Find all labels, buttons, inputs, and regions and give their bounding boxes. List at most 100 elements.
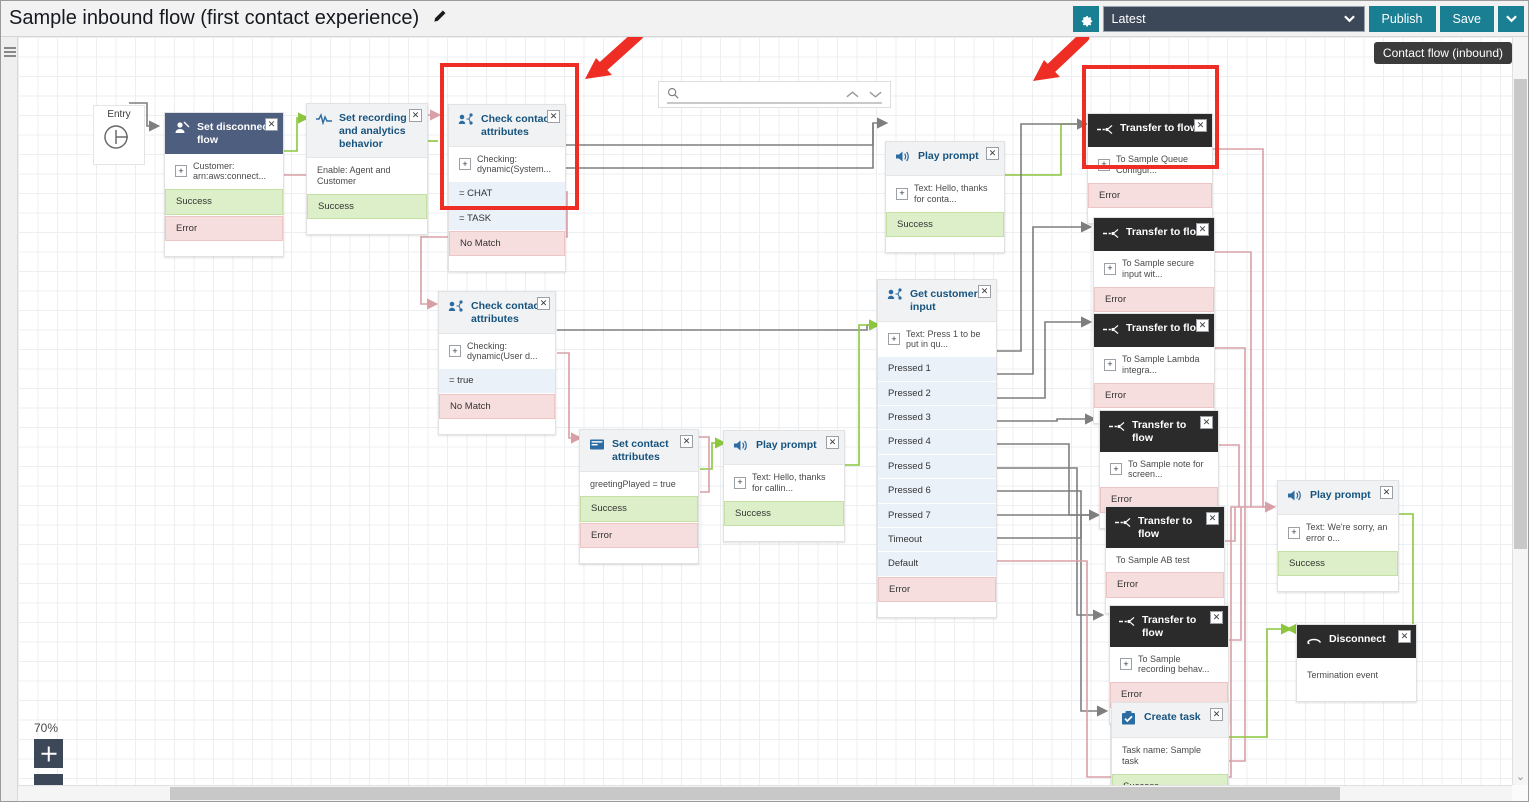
port-error[interactable]: Error	[878, 576, 996, 603]
port-error[interactable]: Error	[1106, 572, 1224, 598]
node-check-contact-attributes-2[interactable]: Check contact attributes ✕ + Checking: d…	[438, 291, 556, 435]
close-icon[interactable]: ✕	[547, 110, 560, 123]
close-icon[interactable]: ✕	[537, 297, 550, 310]
node-set-disconnect-flow[interactable]: Set disconnect flow ✕ + Customer: arn:aw…	[164, 112, 284, 257]
entry-node[interactable]: Entry	[93, 105, 145, 165]
port-error[interactable]: Error	[165, 215, 283, 241]
close-icon[interactable]: ✕	[1398, 630, 1411, 643]
node-detail-row[interactable]: + To Sample Lambda integra...	[1094, 347, 1214, 383]
port-pressed-3[interactable]: Pressed 3	[878, 405, 996, 430]
node-get-customer-input[interactable]: Get customer input ✕ + Text: Press 1 to …	[877, 279, 997, 619]
node-disconnect[interactable]: Disconnect ✕ Termination event	[1296, 624, 1417, 702]
scroll-down-chevron-icon[interactable]: ⌄	[1515, 771, 1526, 783]
gear-icon[interactable]	[1072, 6, 1099, 32]
node-set-contact-attributes[interactable]: Set contact attributes ✕ greetingPlayed …	[579, 429, 699, 565]
close-icon[interactable]: ✕	[1210, 611, 1223, 624]
port-pressed-4[interactable]: Pressed 4	[878, 430, 996, 454]
close-icon[interactable]: ✕	[1194, 119, 1207, 132]
node-detail-row[interactable]: + Text: Hello, thanks for callin...	[724, 465, 844, 501]
node-detail-row[interactable]: + Checking: dynamic(System...	[449, 147, 565, 183]
port-chat[interactable]: = CHAT	[449, 182, 565, 206]
node-transfer-lambda[interactable]: Transfer to flow ✕ + To Sample Lambda in…	[1093, 313, 1215, 424]
plus-icon[interactable]: +	[1288, 526, 1300, 539]
save-button[interactable]: Save	[1439, 6, 1494, 32]
port-success[interactable]: Success	[724, 500, 844, 526]
version-select[interactable]: Latest	[1102, 6, 1365, 32]
plus-icon[interactable]: +	[734, 476, 746, 489]
node-detail-row[interactable]: + Customer: arn:aws:connect...	[165, 154, 283, 190]
horizontal-scrollbar-thumb[interactable]	[170, 787, 1340, 800]
port-pressed-5[interactable]: Pressed 5	[878, 454, 996, 479]
plus-icon[interactable]: +	[888, 333, 900, 346]
plus-icon[interactable]: +	[1104, 262, 1116, 275]
plus-icon[interactable]: +	[459, 158, 471, 171]
node-detail-row[interactable]: + Text: Hello, thanks for conta...	[886, 176, 1004, 212]
close-icon[interactable]: ✕	[265, 118, 278, 131]
node-set-recording-analytics[interactable]: Set recording and analytics behavior ✕ E…	[306, 103, 428, 236]
vertical-scrollbar[interactable]: ⌄	[1512, 37, 1528, 785]
port-pressed-7[interactable]: Pressed 7	[878, 503, 996, 527]
port-error[interactable]: Error	[1088, 182, 1212, 208]
port-task[interactable]: = TASK	[449, 206, 565, 230]
plus-icon[interactable]: +	[1104, 358, 1116, 371]
port-no-match[interactable]: No Match	[449, 230, 565, 257]
close-icon[interactable]: ✕	[1196, 223, 1209, 236]
plus-icon[interactable]: +	[1120, 658, 1132, 671]
node-detail-row[interactable]: greetingPlayed = true	[580, 472, 698, 497]
publish-button[interactable]: Publish	[1368, 6, 1436, 32]
close-icon[interactable]: ✕	[826, 436, 839, 449]
port-success[interactable]: Success	[307, 193, 427, 220]
node-detail-row[interactable]: To Sample AB test	[1106, 548, 1224, 573]
port-success[interactable]: Success	[1278, 550, 1398, 576]
node-detail-row[interactable]: + To Sample recording behav...	[1110, 647, 1228, 683]
search-input[interactable]	[658, 81, 891, 108]
close-icon[interactable]: ✕	[978, 285, 991, 298]
vertical-scrollbar-thumb[interactable]	[1514, 79, 1527, 549]
plus-icon[interactable]: +	[175, 165, 187, 178]
plus-icon[interactable]: +	[1110, 463, 1122, 476]
node-detail-row[interactable]: + Checking: dynamic(User d...	[439, 334, 555, 370]
pencil-icon[interactable]	[432, 7, 447, 30]
close-icon[interactable]: ✕	[1196, 319, 1209, 332]
horizontal-scrollbar[interactable]	[18, 785, 1512, 801]
port-error[interactable]: Error	[580, 522, 698, 549]
plus-icon[interactable]: +	[1098, 158, 1110, 171]
node-detail-row[interactable]: + To Sample note for screen...	[1100, 452, 1218, 488]
close-icon[interactable]: ✕	[1210, 708, 1223, 721]
port-true[interactable]: = true	[439, 369, 555, 393]
flow-canvas[interactable]: Contact flow (inbound)	[1, 37, 1528, 801]
port-error[interactable]: Error	[1094, 286, 1214, 312]
chevron-down-icon[interactable]	[869, 86, 882, 104]
port-success[interactable]: Success	[886, 211, 1004, 237]
node-transfer-secure-input[interactable]: Transfer to flow ✕ + To Sample secure in…	[1093, 217, 1215, 328]
close-icon[interactable]: ✕	[680, 435, 693, 448]
hamburger-icon[interactable]	[4, 47, 16, 59]
save-options-chevron-down-icon[interactable]	[1498, 6, 1524, 32]
chevron-up-icon[interactable]	[846, 86, 859, 104]
port-success[interactable]: Success	[165, 189, 283, 215]
node-detail-row[interactable]: + Text: We're sorry, an error o...	[1278, 515, 1398, 551]
close-icon[interactable]: ✕	[986, 147, 999, 160]
plus-icon[interactable]: +	[896, 187, 908, 200]
node-detail-row[interactable]: Enable: Agent and Customer	[307, 158, 427, 194]
node-play-prompt-contact[interactable]: Play prompt ✕ + Text: Hello, thanks for …	[885, 141, 1005, 253]
port-pressed-1[interactable]: Pressed 1	[878, 357, 996, 381]
close-icon[interactable]: ✕	[409, 109, 422, 122]
node-play-prompt-greeting[interactable]: Play prompt ✕ + Text: Hello, thanks for …	[723, 430, 845, 542]
port-success[interactable]: Success	[580, 496, 698, 522]
close-icon[interactable]: ✕	[1380, 486, 1393, 499]
zoom-in-button[interactable]	[34, 739, 63, 768]
plus-icon[interactable]: +	[449, 345, 461, 358]
close-icon[interactable]: ✕	[1206, 512, 1219, 525]
node-detail-row[interactable]: Task name: Sample task	[1112, 738, 1228, 774]
node-play-prompt-error[interactable]: Play prompt ✕ + Text: We're sorry, an er…	[1277, 480, 1399, 592]
node-detail-row[interactable]: + To Sample secure input wit...	[1094, 251, 1214, 287]
node-check-contact-attributes-1[interactable]: Check contact attributes ✕ + Checking: d…	[448, 104, 566, 273]
node-detail-row[interactable]: + To Sample Queue Configur...	[1088, 147, 1212, 183]
port-default[interactable]: Default	[878, 552, 996, 576]
port-timeout[interactable]: Timeout	[878, 527, 996, 552]
port-no-match[interactable]: No Match	[439, 393, 555, 419]
port-pressed-6[interactable]: Pressed 6	[878, 479, 996, 503]
port-error[interactable]: Error	[1094, 382, 1214, 408]
node-transfer-queue-config[interactable]: Transfer to flow ✕ + To Sample Queue Con…	[1087, 113, 1213, 224]
